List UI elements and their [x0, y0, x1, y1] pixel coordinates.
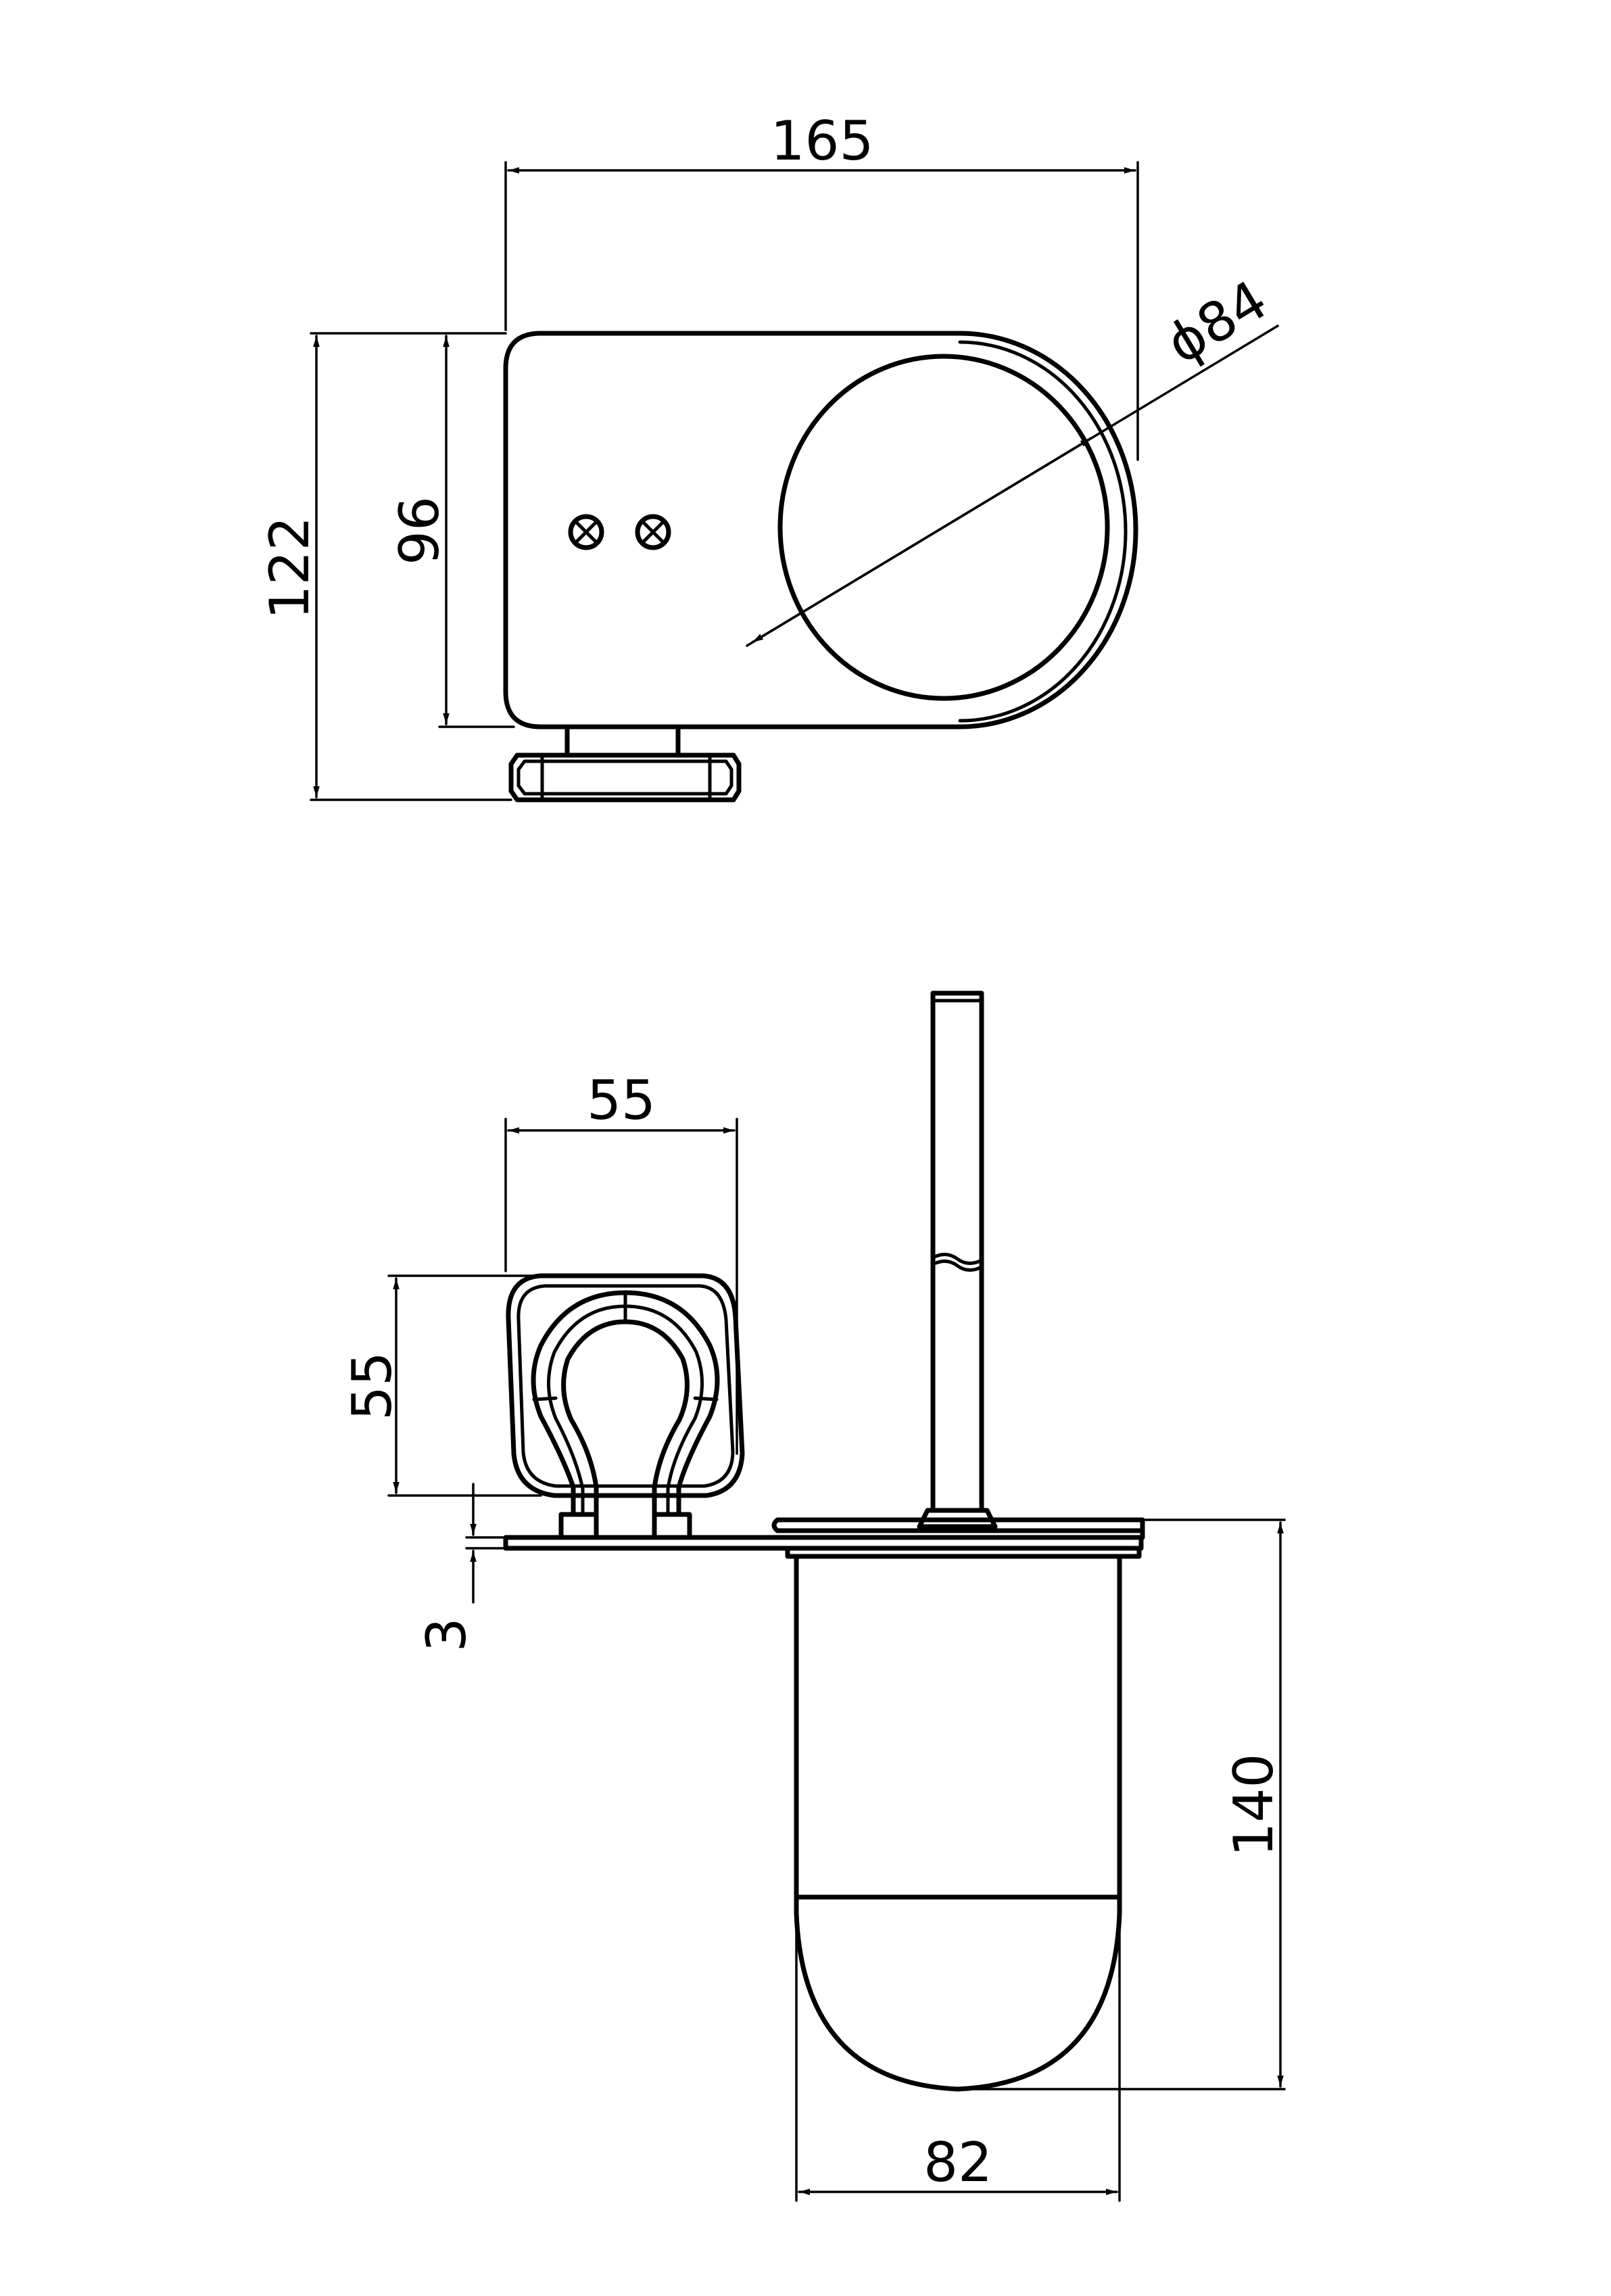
holder-bracket [506, 1273, 745, 1540]
screw-right [635, 514, 671, 550]
cup-lid [771, 1517, 1145, 1559]
dim-82: 82 [795, 1912, 1121, 2202]
top-view: 165 ϕ84 122 96 [258, 110, 1279, 803]
dim-55-height-label: 55 [341, 1352, 404, 1420]
cup-body [794, 1554, 1122, 2092]
dim-3: 3 [415, 1483, 478, 1652]
dim-122: 122 [258, 332, 512, 801]
dim-diameter-84-label: ϕ84 [1156, 268, 1278, 376]
top-body-inner-line [958, 340, 1128, 723]
top-body-outline [503, 331, 1138, 730]
dim-55-width-label: 55 [587, 1069, 656, 1132]
dim-122-label: 122 [258, 517, 321, 620]
dim-96: 96 [388, 335, 515, 728]
screw-left [568, 514, 604, 550]
dim-140: 140 [959, 1518, 1286, 2090]
dim-diameter-84: ϕ84 [746, 268, 1279, 647]
dim-165-label: 165 [771, 110, 874, 172]
dim-96-label: 96 [388, 496, 451, 565]
dim-165: 165 [504, 110, 1139, 461]
dim-140-label: 140 [1222, 1754, 1285, 1857]
brush-handle [917, 990, 998, 1529]
dim-82-label: 82 [923, 2131, 992, 2194]
dim-55-height: 55 [341, 1274, 704, 1497]
dim-55-width: 55 [504, 1069, 738, 1455]
wall-mount-base [508, 724, 742, 803]
dim-3-label: 3 [415, 1618, 478, 1652]
side-view: 55 55 3 140 82 [341, 990, 1286, 2202]
